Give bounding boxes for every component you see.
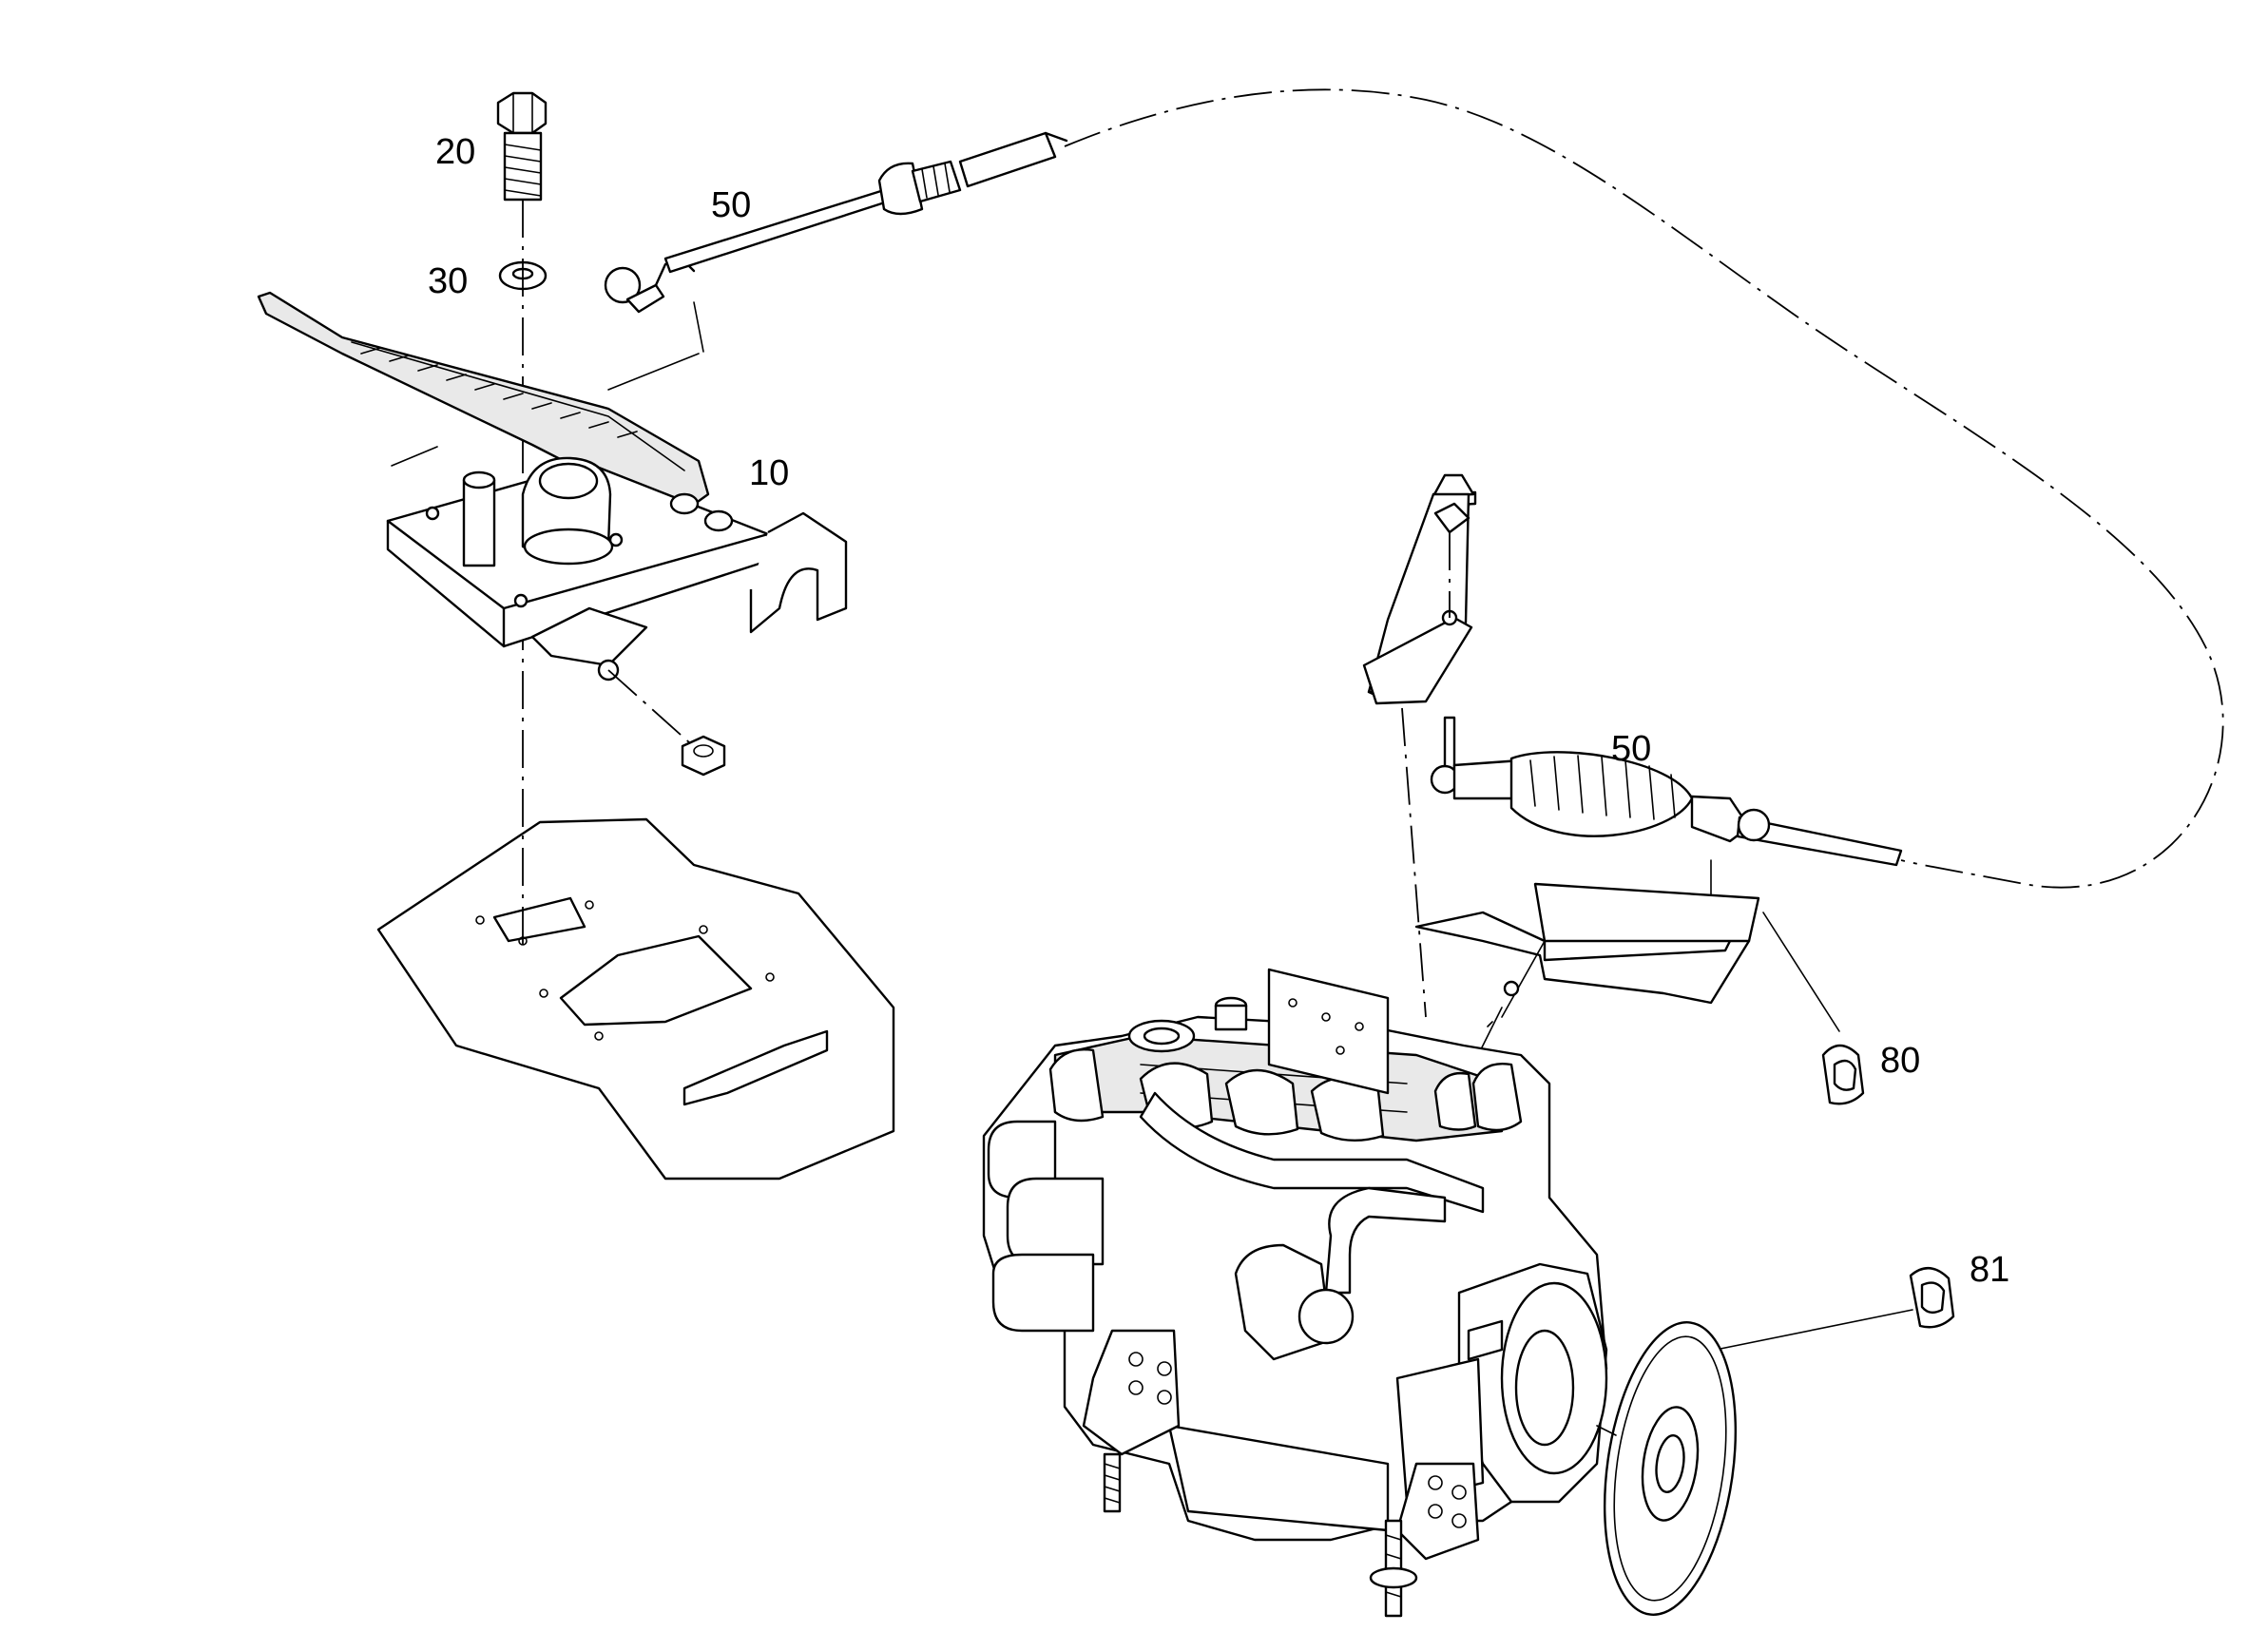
callout-50-right: 50 xyxy=(1611,729,1651,769)
throttle-cable-upper-end xyxy=(604,131,1068,353)
callout-10: 10 xyxy=(749,453,789,493)
flywheel xyxy=(1596,1321,1738,1616)
cable-routing-path xyxy=(1064,88,2224,889)
accelerator-pedal xyxy=(257,291,848,752)
engine-block xyxy=(982,968,1608,1618)
cable-clip-81 xyxy=(1715,1267,1955,1351)
callout-80: 80 xyxy=(1880,1041,1920,1081)
floor-plate xyxy=(376,817,895,1181)
cable-bracket xyxy=(1414,882,1840,1032)
callout-81: 81 xyxy=(1970,1250,2009,1290)
upper-bracket-plate xyxy=(1362,492,1503,1065)
hex-nut xyxy=(681,735,726,777)
cable-clip-80 xyxy=(1821,1044,1865,1105)
callout-20: 20 xyxy=(435,132,475,172)
hex-bolt xyxy=(496,91,548,202)
callout-50-top: 50 xyxy=(711,185,751,225)
callout-30: 30 xyxy=(428,261,468,301)
